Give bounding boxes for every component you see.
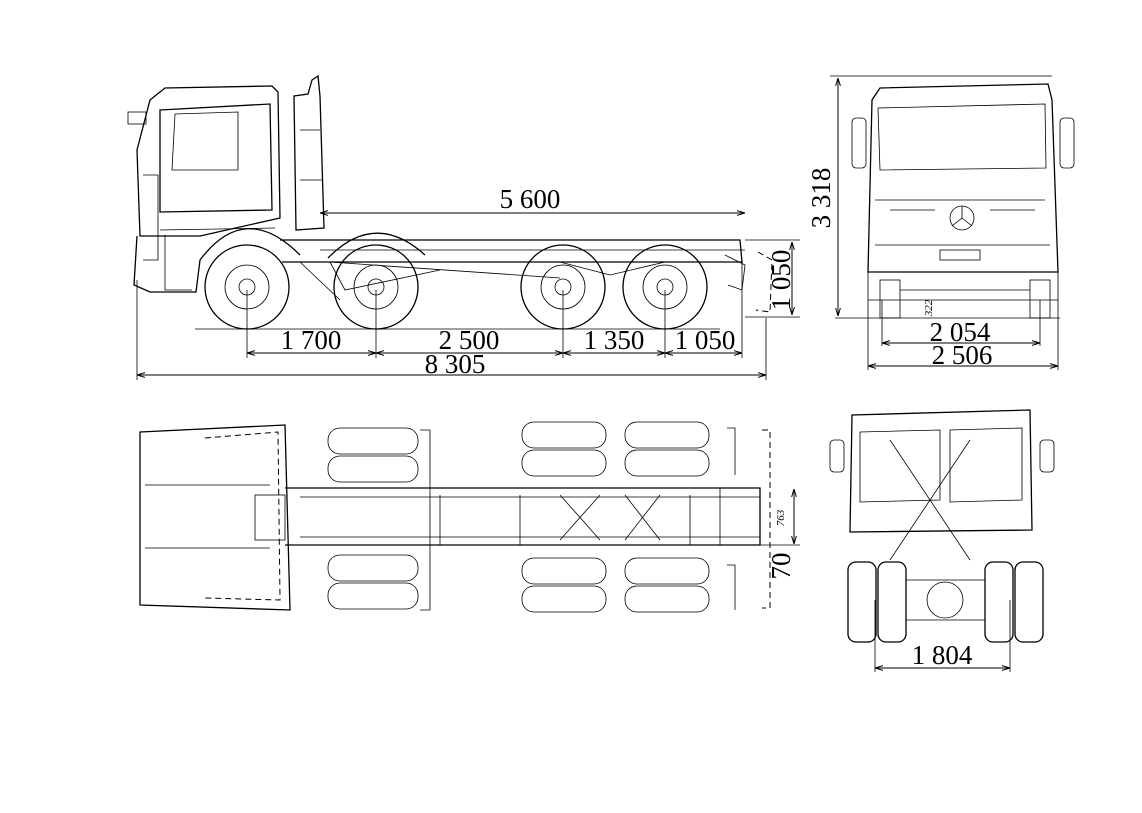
dim-overall-length: 8 305 [425, 349, 486, 379]
side-dimensions: 5 600 1 050 1 700 2 500 1 350 1 050 8 30… [136, 184, 800, 380]
dim-overall-width: 2 506 [932, 340, 993, 370]
dim-wheelbase-1: 1 700 [281, 325, 342, 355]
dim-frame-length: 5 600 [500, 184, 561, 214]
front-view: 322 [835, 83, 1075, 319]
dim-wheelbase-2: 2 500 [439, 325, 500, 355]
top-tyres [327, 421, 710, 613]
front-dimensions: 3 318 2 054 2 506 [806, 75, 1059, 370]
dim-frame-height: 1 050 [766, 250, 796, 311]
rear-dimensions: 1 804 [874, 600, 1011, 672]
top-dimensions: 763 70 [760, 489, 800, 580]
side-view [127, 74, 773, 330]
dim-frame-offset: 70 [766, 553, 796, 580]
dim-ground-clearance: 322 [923, 299, 935, 317]
dim-rear-track: 1 804 [912, 640, 973, 670]
dim-wheelbase-3: 1 350 [584, 325, 645, 355]
dim-front-track: 2 054 [930, 317, 991, 347]
rear-view [829, 409, 1055, 643]
top-view [139, 421, 771, 613]
dim-rear-overhang: 1 050 [675, 325, 736, 355]
side-wheels [204, 244, 708, 330]
dim-frame-width: 763 [775, 509, 787, 526]
dim-overall-height: 3 318 [806, 168, 836, 229]
